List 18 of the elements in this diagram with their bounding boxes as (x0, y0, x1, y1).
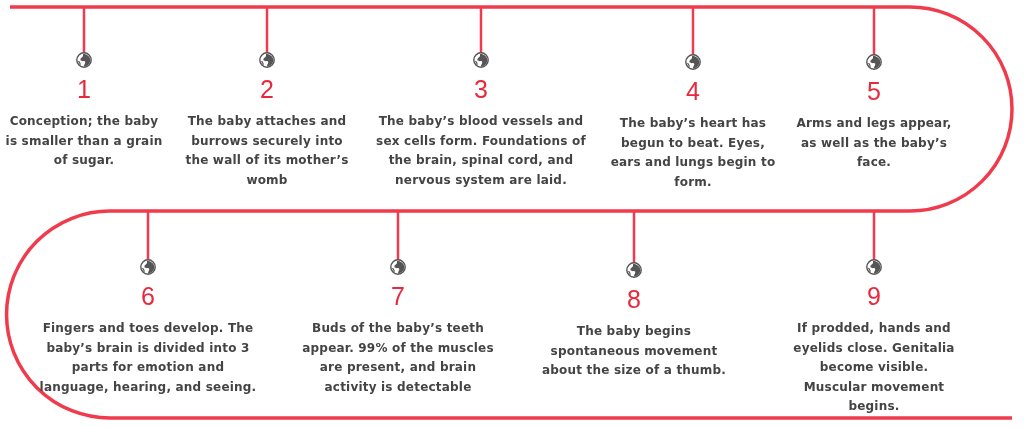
step-number: 7 (391, 282, 405, 310)
step-number: 5 (867, 77, 881, 105)
step-description: Buds of the baby’s teeth appear. 99% of the muscles are present, and brain activity is detectable (301, 320, 495, 396)
step-description: The baby’s heart has begun to beat. Eyes, ears and lungs begin to form. (609, 115, 777, 191)
step-description: Conception; the baby is smaller than a grain of sugar. (4, 113, 164, 169)
step-description: If prodded, hands and eyelids close. Genitalia become visible. Muscular movement begins. (792, 320, 956, 415)
step-description: Fingers and toes develop. The baby’s brain is divided into 3 parts for emotion and language, hearing, and seeing. (38, 320, 258, 396)
step-description: Arms and legs appear, as well as the baby’s face. (795, 115, 953, 171)
step-number: 2 (260, 75, 274, 103)
step-number: 4 (686, 77, 700, 105)
step-number: 3 (474, 75, 488, 103)
step-number: 8 (627, 285, 641, 313)
step-number: 6 (141, 282, 155, 310)
step-number: 9 (867, 282, 881, 310)
step-number: 1 (77, 75, 91, 103)
step-description: The baby begins spontaneous movement about the size of a thumb. (541, 323, 727, 379)
step-description: The baby attaches and burrows securely into the wall of its mother’s womb (184, 113, 350, 189)
step-description: The baby’s blood vessels and sex cells form. Foundations of the brain, spinal cord, and nervous system are laid. (376, 113, 586, 189)
